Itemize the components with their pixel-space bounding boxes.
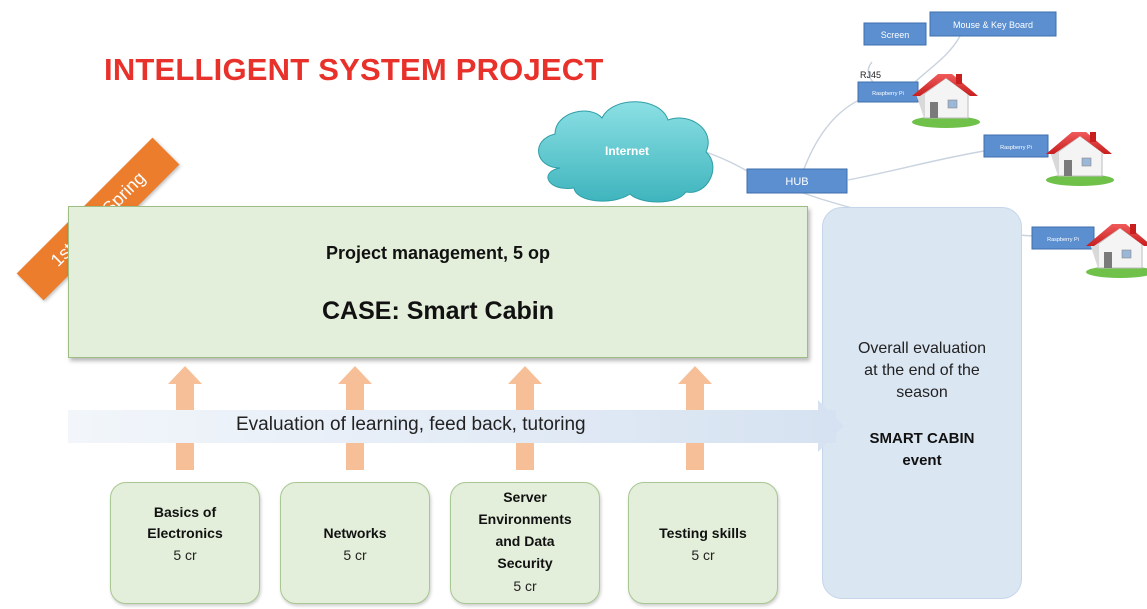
course-testing-skills: Testing skills 5 cr (628, 482, 778, 604)
course-networks: Networks 5 cr (280, 482, 430, 604)
smart-cabin-event: SMART CABIN event (869, 430, 975, 469)
internet-cloud: Internet (538, 101, 714, 203)
course-credits: 5 cr (343, 547, 367, 563)
case-label: CASE: Smart Cabin (322, 297, 554, 325)
overall-evaluation-text: Overall evaluation at the end of the sea… (857, 340, 987, 401)
course-credits: 5 cr (173, 547, 197, 563)
house-icon (1085, 223, 1147, 279)
house-icon (1045, 131, 1115, 187)
raspberry-pi-2: Raspberry Pi (983, 134, 1049, 158)
hub-label: HUB (785, 176, 808, 188)
raspberry-pi-3: Raspberry Pi (1031, 226, 1095, 250)
project-management-box: Project management, 5 op CASE: Smart Cab… (68, 206, 808, 358)
rj45-label: RJ45 (860, 70, 881, 80)
course-server-environments: Server Environments and Data Security 5 … (450, 482, 600, 604)
raspberry-pi-label: Raspberry Pi (1047, 237, 1079, 243)
screen-label: Screen (881, 30, 910, 40)
course-credits: 5 cr (513, 578, 537, 594)
page-title: INTELLIGENT SYSTEM PROJECT (104, 52, 604, 87)
evaluation-label: Evaluation of learning, feed back, tutor… (236, 414, 586, 435)
raspberry-pi-1: Raspberry Pi (857, 81, 919, 103)
course-basics-of-electronics: Basics of Electronics 5 cr (110, 482, 260, 604)
screen-box: Screen (863, 22, 927, 46)
course-credits: 5 cr (691, 547, 715, 563)
mouse-keyboard-label: Mouse & Key Board (953, 20, 1033, 30)
raspberry-pi-label: Raspberry Pi (1000, 145, 1032, 151)
house-icon (911, 73, 981, 129)
internet-label: Internet (605, 144, 649, 158)
mouse-keyboard-box: Mouse & Key Board (929, 11, 1057, 37)
overall-evaluation-panel: Overall evaluation at the end of the sea… (822, 207, 1022, 599)
evaluation-arrow (68, 410, 836, 443)
evaluation-arrowhead (818, 400, 844, 452)
project-management-label: Project management, 5 op (325, 243, 551, 263)
hub-box: HUB (746, 168, 848, 194)
raspberry-pi-label: Raspberry Pi (872, 91, 904, 97)
